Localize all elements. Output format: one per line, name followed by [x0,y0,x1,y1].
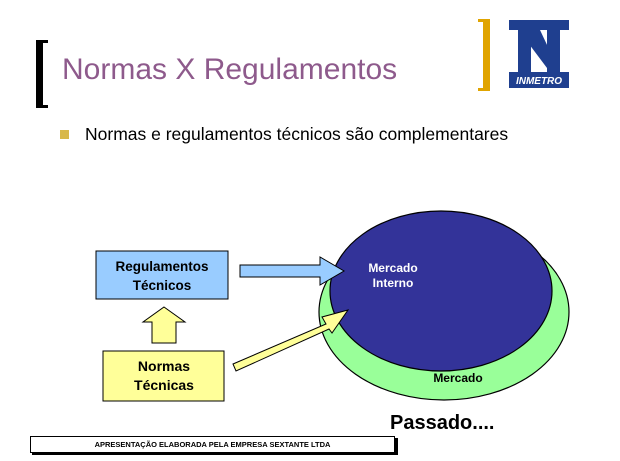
regulamentos-box [95,250,229,300]
bullet-text: Normas e regulamentos técnicos são compl… [85,124,509,144]
left-bracket-decoration [36,40,48,108]
right-bracket-decoration [478,19,490,91]
regulamentos-line2: Técnicos [133,278,192,293]
normas-line1: Normas [138,358,190,374]
logo-top-bar [509,20,569,30]
inmetro-logo-icon: INMETRO [509,20,569,88]
footer-label: APRESENTAÇÃO ELABORADA PELA EMPRESA SEXT… [30,436,395,453]
logo-text: INMETRO [516,76,562,87]
outer-market-label: Mercado [433,371,482,385]
caption-passado: Passado.... [390,412,495,434]
inner-market-line1: Mercado [368,261,417,275]
inner-market-ellipse [329,210,553,372]
footer-shadow-side [395,438,398,455]
slide-title: Normas X Regulamentos [62,53,398,86]
regulamentos-line1: Regulamentos [115,259,208,274]
up-arrow-icon [141,306,187,344]
inner-market-line2: Interno [373,276,414,290]
right-arrow-icon [239,256,345,286]
bullet-square-icon [60,130,69,139]
diagonal-arrow-icon [232,309,350,372]
logo-bottom-bar [509,72,569,88]
normas-line2: Técnicas [134,377,194,393]
bullet-item: Normas e regulamentos técnicos são compl… [60,124,508,145]
logo-n-right [547,30,560,72]
normas-box [102,350,225,402]
footer-shadow [32,453,398,455]
